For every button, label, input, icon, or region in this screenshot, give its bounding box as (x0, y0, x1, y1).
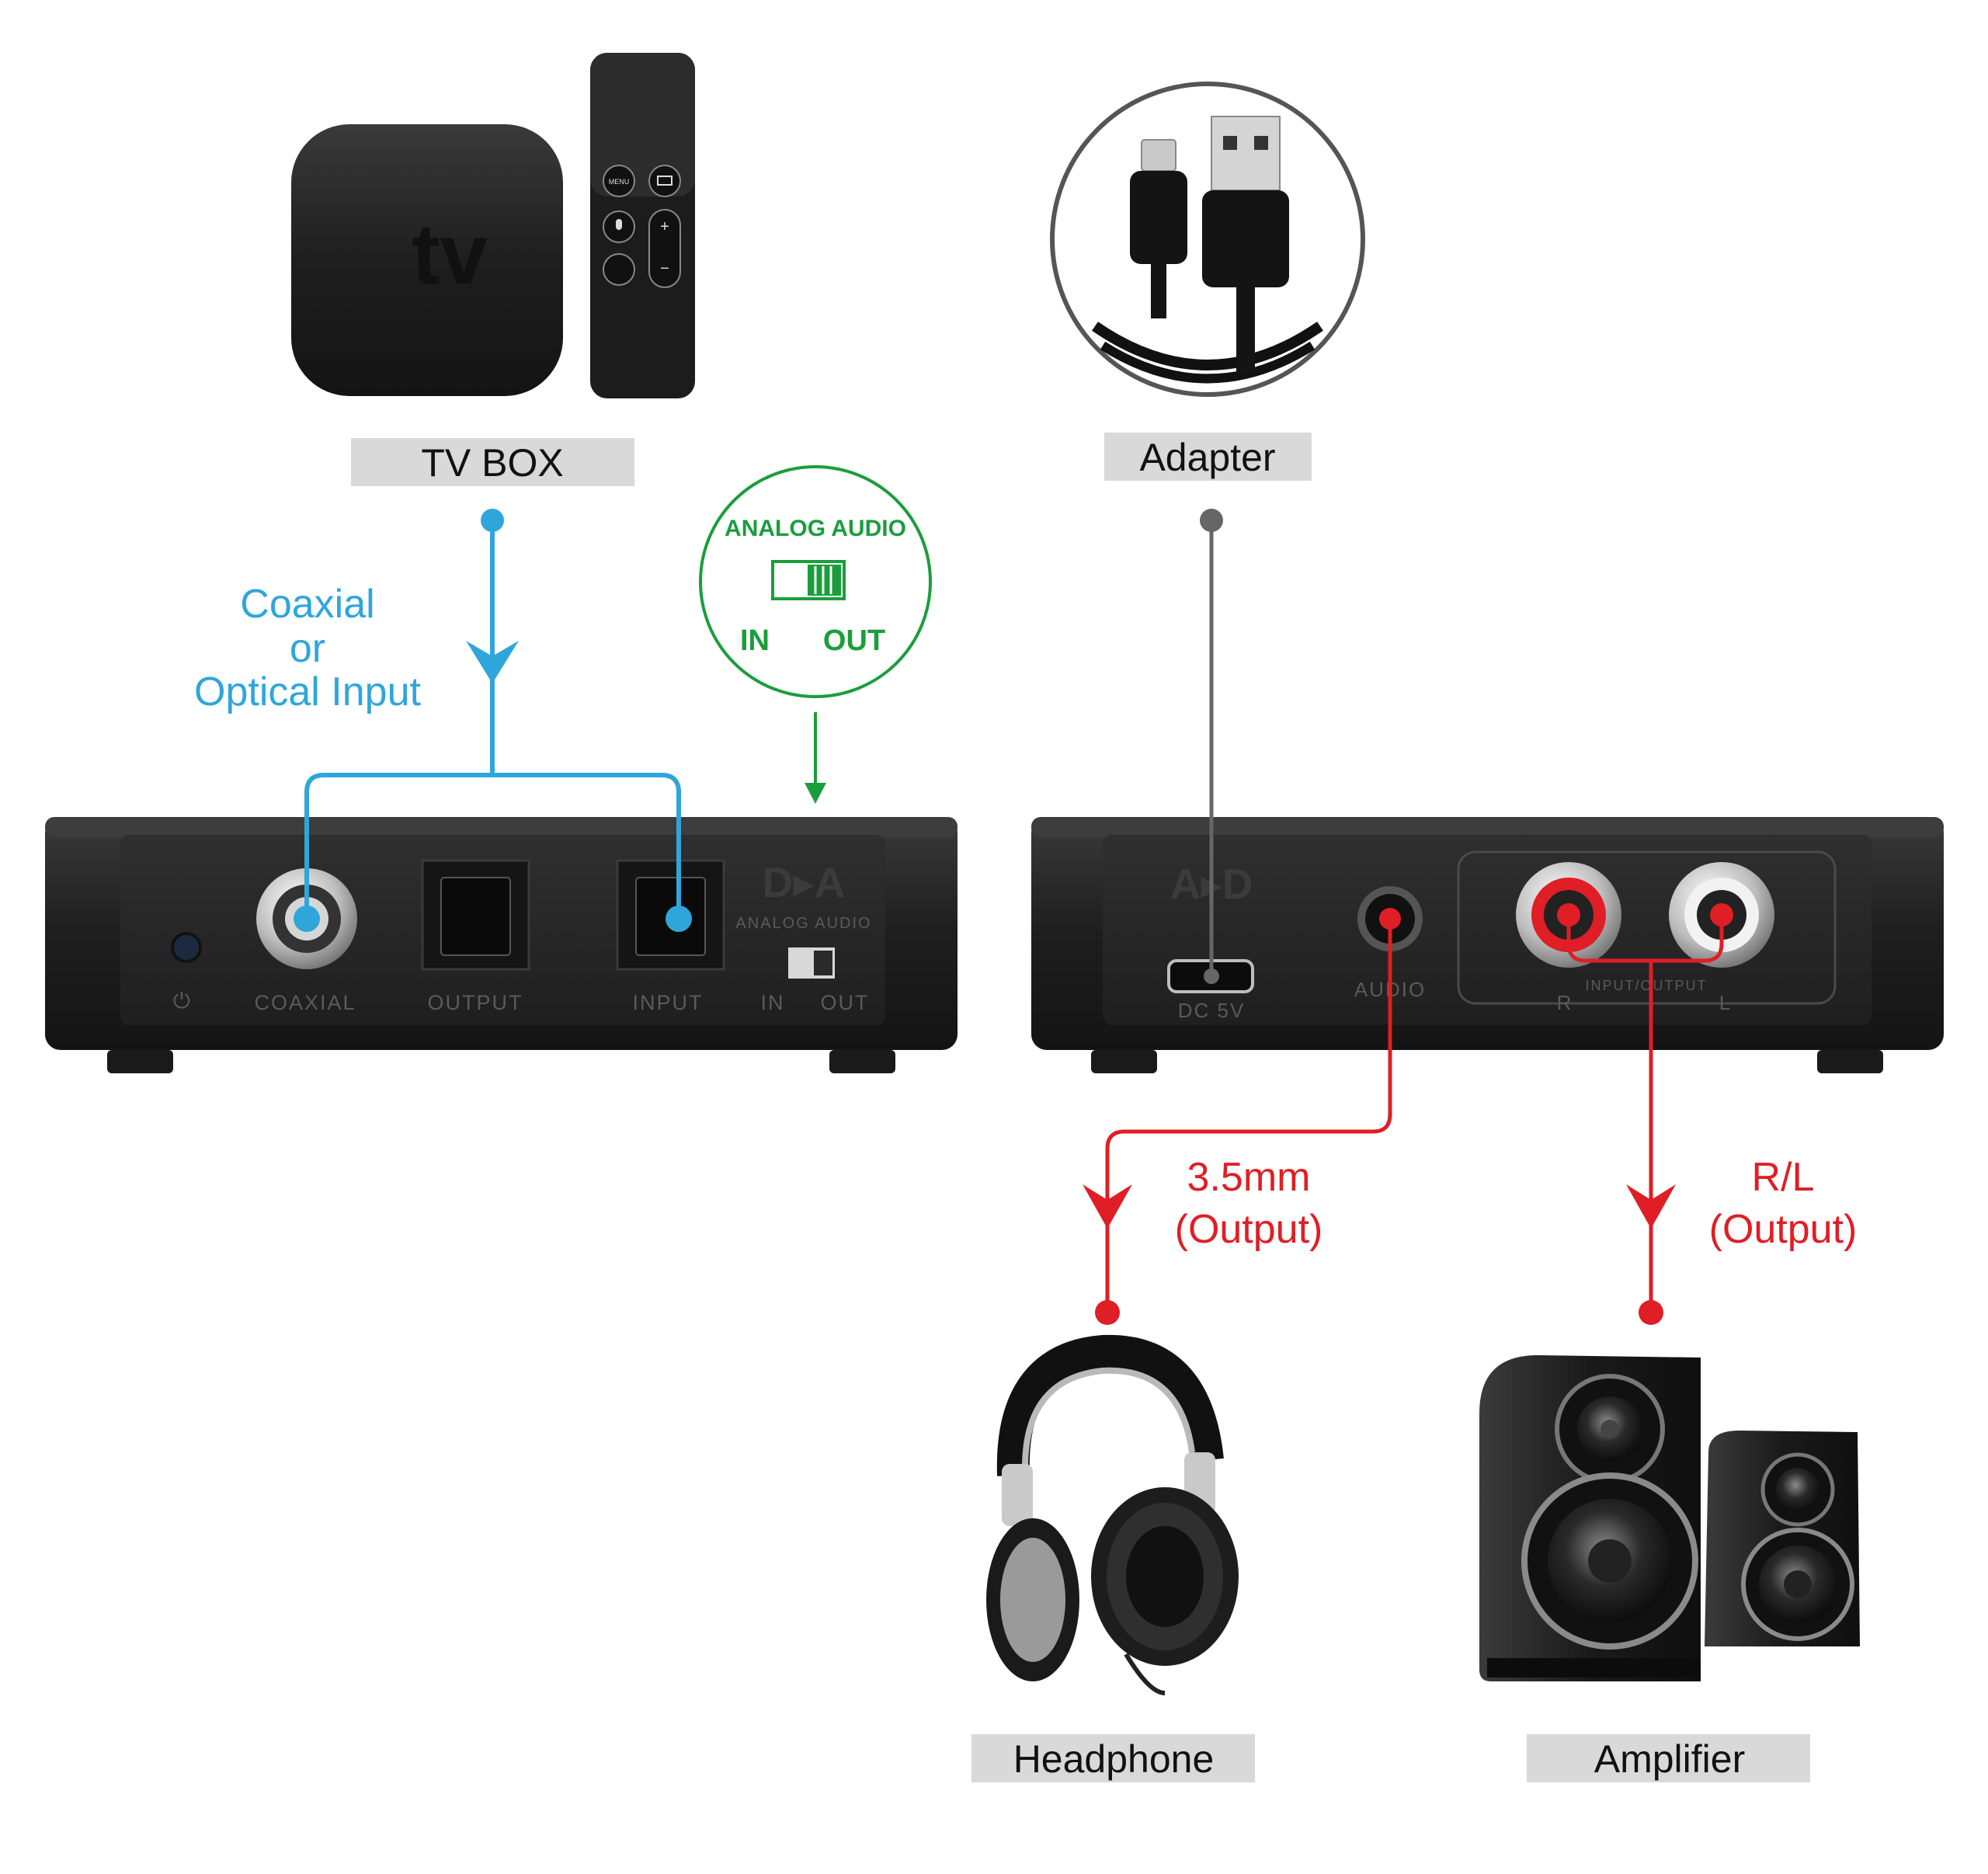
out35-text-1: 3.5mm (1187, 1155, 1311, 1200)
da-logo-sub: ANALOG AUDIO (735, 915, 871, 932)
headphone-label-bg (971, 1734, 1255, 1782)
gray-power-wire (1200, 509, 1223, 984)
analog-audio-callout: ANALOG AUDIO IN OUT (699, 465, 932, 698)
adapter-cable-image (1050, 82, 1365, 397)
adapter-label: Adapter (1139, 436, 1275, 479)
right-converter-device: A▸D DC 5V AUDIO INPUT/OUTPUT R L (1031, 817, 1944, 1073)
tv-box-label-bg (351, 438, 634, 486)
headphone-image (986, 1334, 1239, 1695)
switch-in-label: IN (740, 624, 770, 657)
rl-text-1: R/L (1752, 1155, 1815, 1200)
da-logo: D▸A (762, 858, 845, 906)
blue-input-wire (294, 509, 692, 932)
volume-button-icon (648, 209, 681, 288)
red-output-wires (1083, 915, 1724, 1325)
left-out-label: OUT (821, 991, 870, 1014)
coaxial-text-1: Coaxial (240, 582, 374, 627)
left-in-label: IN (761, 991, 785, 1014)
green-arrow-head (805, 783, 826, 804)
tv-button-icon (648, 165, 681, 197)
power-icon: ⏻ (173, 989, 192, 1013)
svg-text:MENU: MENU (609, 178, 630, 186)
blue-arrow-head (466, 641, 519, 683)
svg-text:−: − (660, 260, 669, 277)
adapter-label-bg (1104, 433, 1312, 481)
tv-box-label: TV BOX (421, 441, 563, 485)
dc-5v-label: DC 5V (1178, 999, 1246, 1022)
amplifier-speakers-image (1479, 1355, 1860, 1681)
red-arrow-head-right (1626, 1184, 1676, 1229)
power-led-icon (171, 932, 202, 963)
red-arrow-head-left (1083, 1184, 1132, 1229)
l-label: L (1719, 991, 1732, 1014)
headphone-label: Headphone (1013, 1737, 1215, 1781)
remote-control: MENU + − (590, 53, 695, 398)
amplifier-label: Amplifier (1594, 1737, 1745, 1781)
menu-button-icon (603, 165, 635, 197)
svg-text:+: + (660, 218, 669, 235)
input-output-label: INPUT/OUTPUT (1586, 978, 1708, 993)
coaxial-label: COAXIAL (254, 991, 356, 1014)
left-converter-device: ⏻ COAXIAL OUTPUT INPUT D▸A ANALOG AUDIO … (45, 817, 958, 1073)
optical-output-label: OUTPUT (428, 991, 523, 1014)
amplifier-label-bg (1527, 1734, 1810, 1782)
out35-text-2: (Output) (1175, 1207, 1323, 1252)
rl-text-2: (Output) (1709, 1207, 1858, 1252)
play-pause-button-icon (603, 253, 635, 286)
tv-box-device: tv (291, 124, 563, 396)
coaxial-text-3: Optical Input (194, 669, 421, 714)
coaxial-text-2: or (290, 626, 325, 671)
r-label: R (1557, 991, 1573, 1014)
tv-logo-text: tv (412, 207, 488, 302)
switch-out-label: OUT (823, 624, 885, 657)
optical-input-label: INPUT (633, 991, 704, 1014)
analog-audio-title: ANALOG AUDIO (725, 516, 906, 541)
